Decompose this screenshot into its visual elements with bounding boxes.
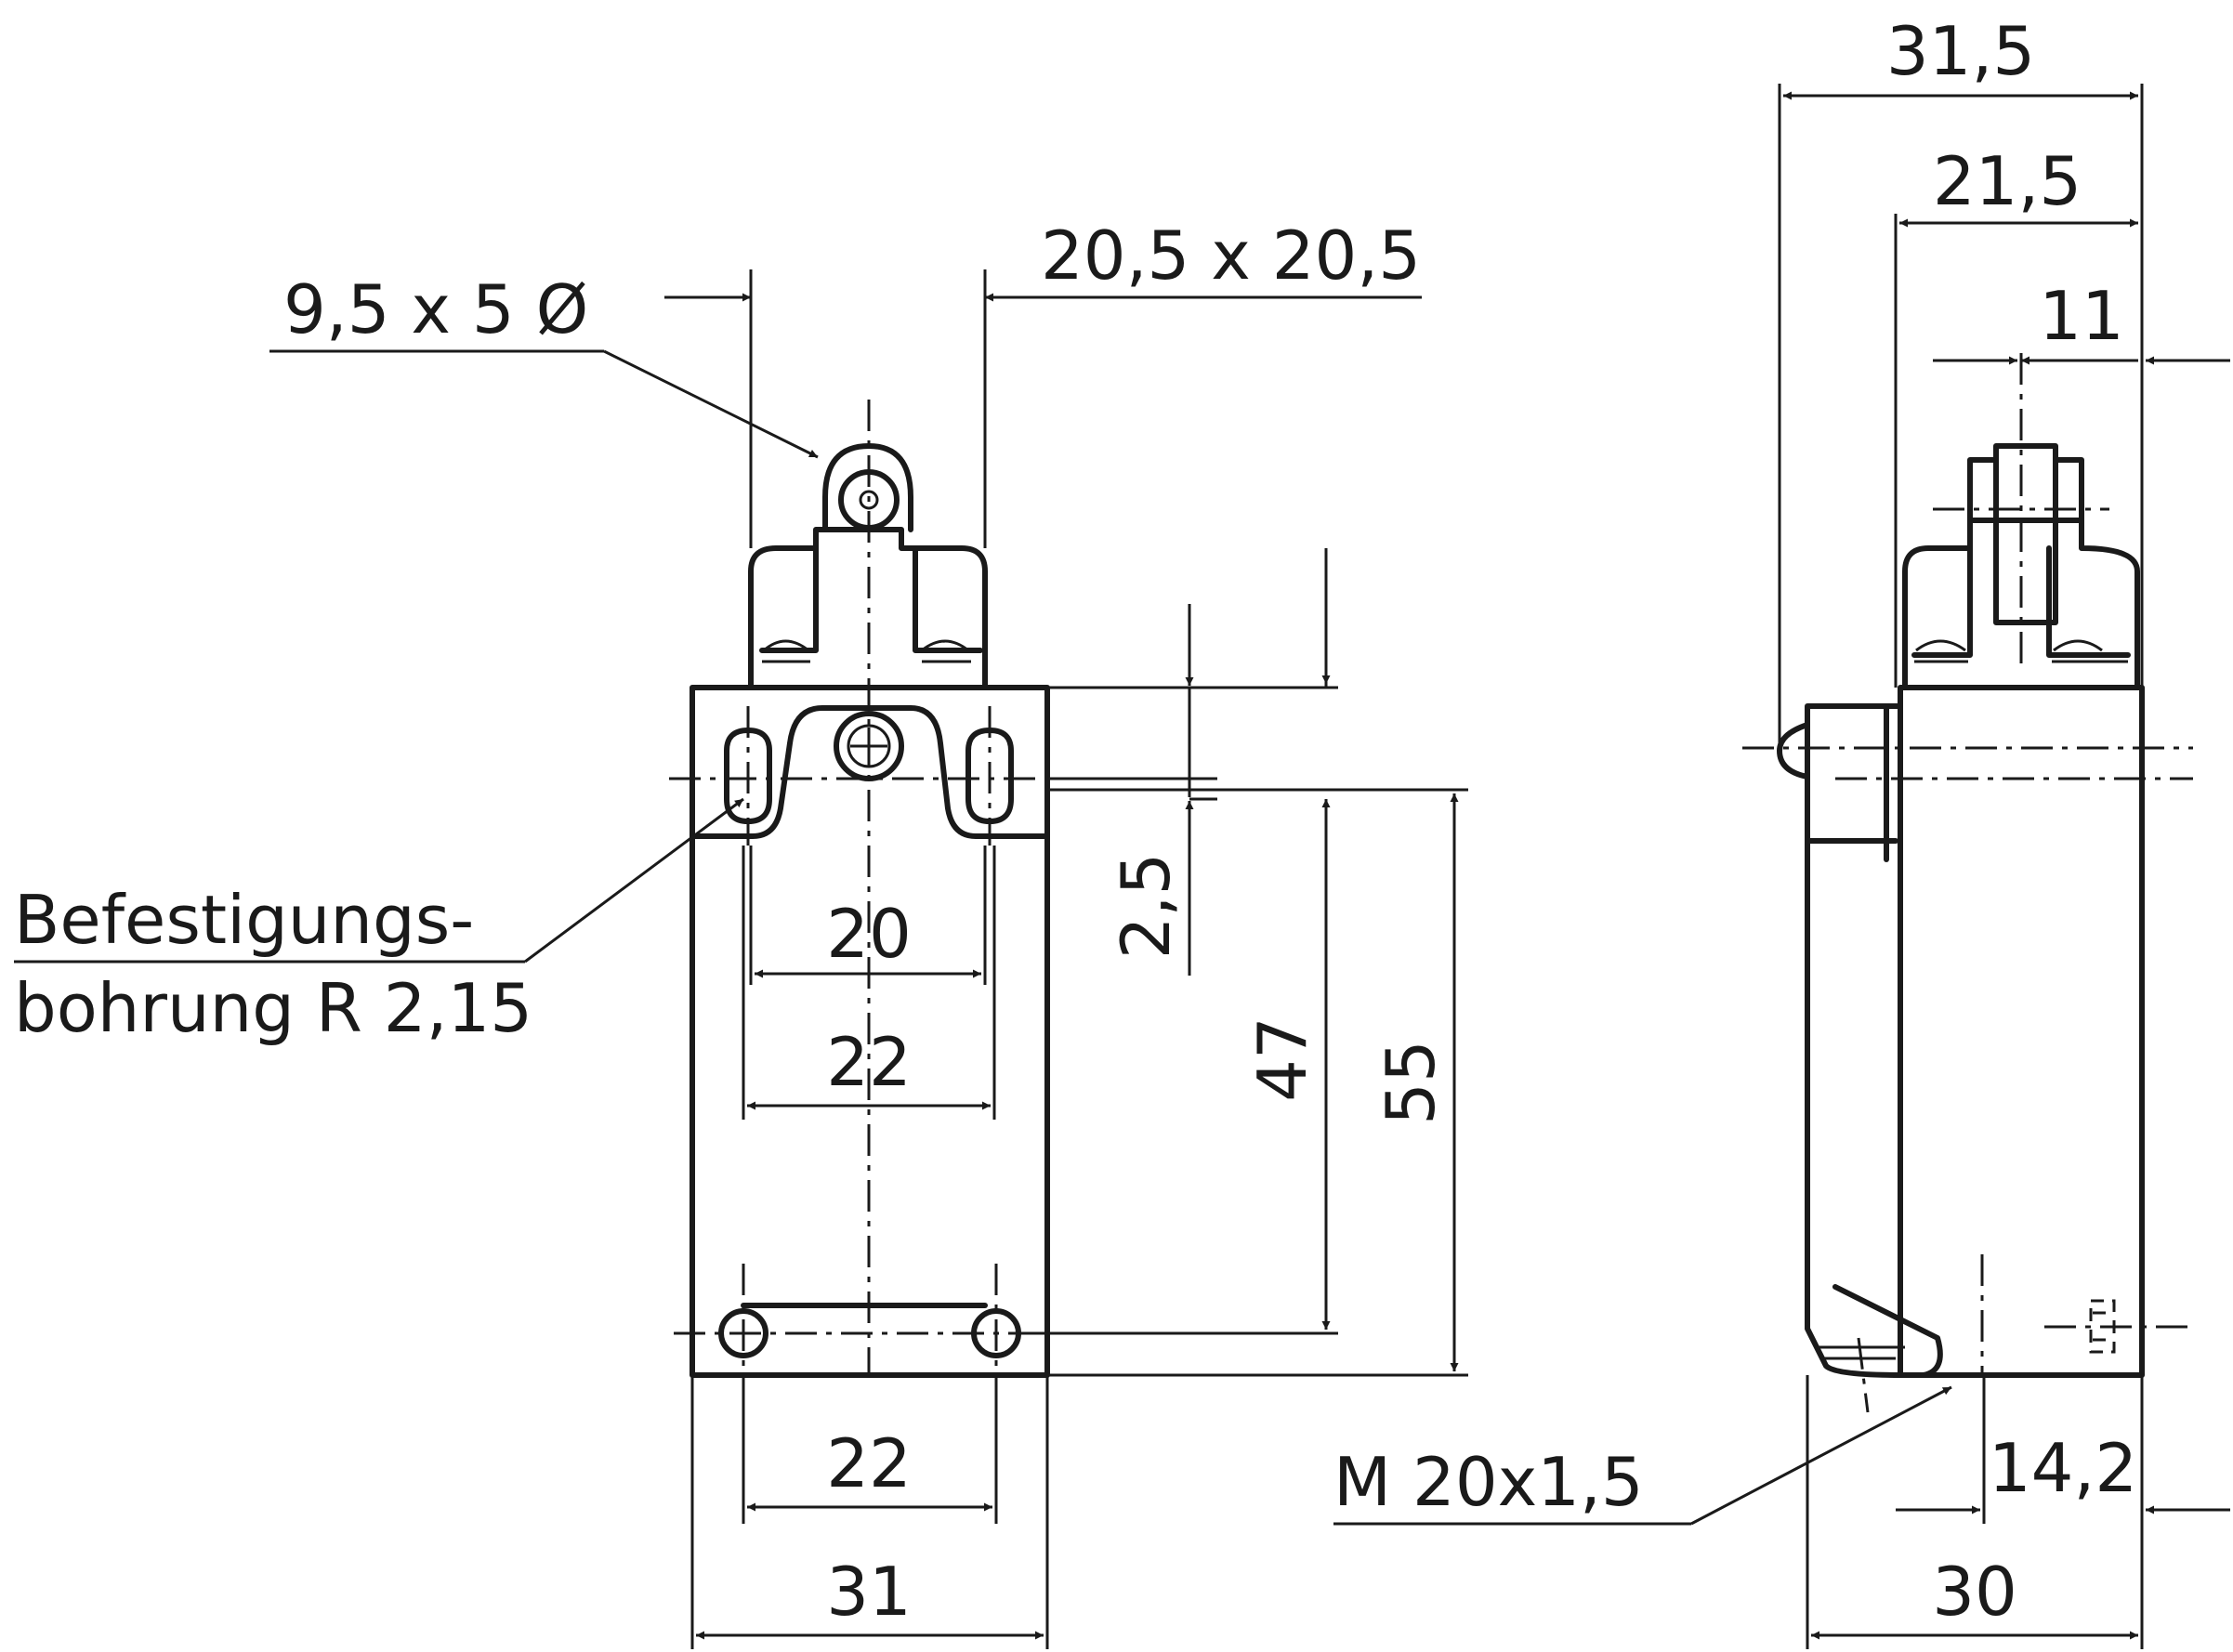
side-plunger xyxy=(1993,443,2058,625)
side-screw-head xyxy=(1777,722,1810,780)
actuator-head xyxy=(748,527,988,690)
side-body-depth-label: 30 xyxy=(1932,1553,2017,1631)
front-plate-line xyxy=(690,705,1050,839)
side-head xyxy=(1902,518,2140,690)
body-width-label: 31 xyxy=(826,1553,912,1631)
side-depth-total-label: 31,5 xyxy=(1886,12,2035,90)
side-dimensions: 31,5 21,5 11 M 20x1,5 14,2 30 xyxy=(1333,12,2230,1649)
side-roller-offset-label: 11 xyxy=(2039,277,2124,355)
front-view xyxy=(669,400,1097,1378)
front-dimensions: 20,5 x 20,5 9,5 x 5 Ø Befestigungs- bohr… xyxy=(14,216,1468,1649)
mount-hole-label-1: Befestigungs- xyxy=(14,881,474,959)
bottom-hole-spacing-label: 22 xyxy=(826,1424,912,1502)
body-height-label: 55 xyxy=(1372,1040,1450,1125)
bottom-hole-left xyxy=(718,1308,768,1358)
side-hidden-thread xyxy=(2089,1299,2116,1354)
side-view xyxy=(1742,353,2193,1413)
screw-left xyxy=(762,639,810,663)
actuator-inner-right xyxy=(913,545,983,653)
head-size-label: 20,5 x 20,5 xyxy=(1041,216,1421,295)
thread-label: M 20x1,5 xyxy=(1333,1443,1644,1521)
side-depth-head-label: 21,5 xyxy=(1933,142,2082,220)
roller-axle xyxy=(859,490,879,510)
roller-diameter-label: 9,5 x 5 Ø xyxy=(283,270,588,348)
side-flange-cut xyxy=(1832,1284,1943,1378)
center-screw-inner xyxy=(847,724,891,768)
slot-width-label: 22 xyxy=(826,1023,912,1101)
actuator-inner-left xyxy=(759,545,819,653)
hole-distance-label: 47 xyxy=(1243,1016,1321,1102)
mount-hole-label-2: bohrung R 2,15 xyxy=(14,969,532,1047)
screw-right xyxy=(921,639,971,663)
slot-offset-label: 2,5 xyxy=(1107,853,1185,960)
thread-offset-label: 14,2 xyxy=(1989,1429,2137,1507)
mount-slot-left xyxy=(724,728,772,824)
hole-spacing-top-label: 20 xyxy=(826,895,912,973)
side-body-outline xyxy=(1898,685,2145,1378)
mount-slot-right xyxy=(965,728,1014,824)
